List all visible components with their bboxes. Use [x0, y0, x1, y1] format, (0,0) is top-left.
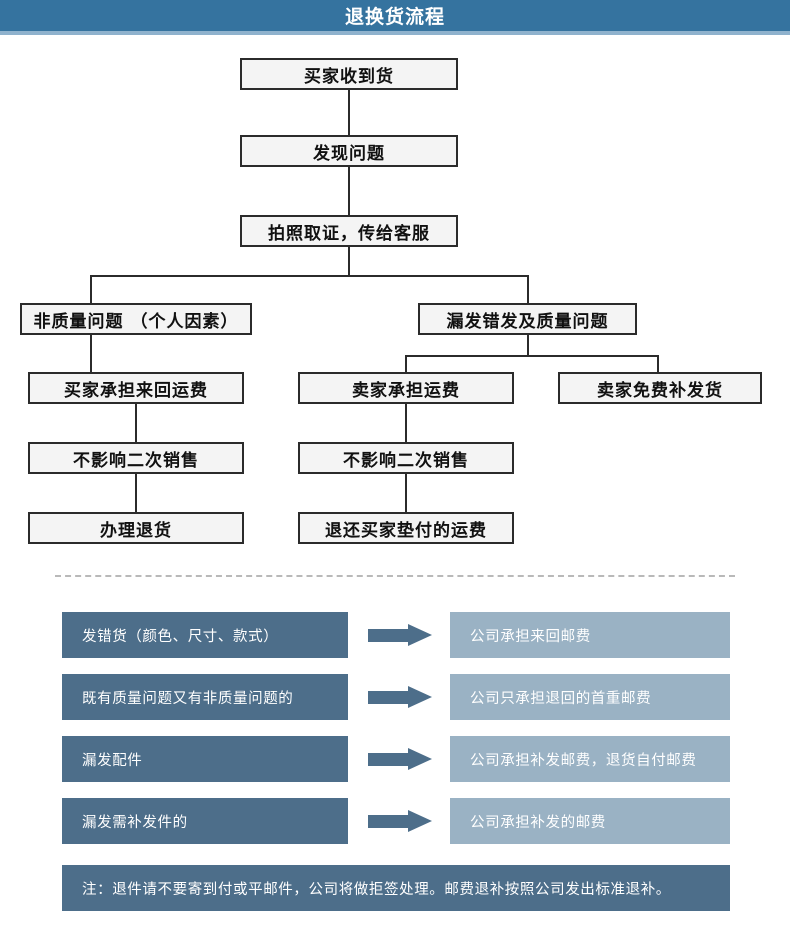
connector-split1-left: [90, 275, 92, 305]
connector-n1-n2: [348, 90, 350, 135]
connector-n3-split: [348, 247, 350, 275]
flow-node-label: 不影响二次销售: [343, 450, 469, 471]
flow-node-label: 退还买家垫付的运费: [325, 520, 487, 541]
flow-node-label: 不影响二次销售: [73, 450, 199, 471]
flow-node-label: 拍照取证，传给客服: [268, 223, 430, 244]
flow-node-buyer-pays-shipping: 买家承担来回运费: [28, 372, 244, 404]
arrow-right-icon: [368, 748, 434, 770]
connector-split1-right: [527, 275, 529, 305]
policy-note: 注：退件请不要寄到付或平邮件，公司将做拒签处理。邮费退补按照公司发出标准退补。: [62, 865, 730, 911]
returns-flowchart: 买家收到货 发现问题 拍照取证，传给客服 非质量问题 （个人因素） 漏发错发及质…: [0, 35, 790, 560]
flow-node-seller-free-reship: 卖家免费补发货: [558, 372, 762, 404]
policy-result-label: 公司承担来回邮费: [470, 628, 591, 645]
policy-result: 公司承担来回邮费: [450, 612, 730, 658]
policy-cause: 漏发需补发件的: [62, 798, 348, 844]
connector-n2-n3: [348, 167, 350, 215]
policy-row: 漏发需补发件的 公司承担补发的邮费: [0, 798, 790, 844]
arrow-right-icon: [368, 624, 434, 646]
policy-row: 漏发配件 公司承担补发邮费，退货自付邮费: [0, 736, 790, 782]
flow-node-no-resale-impact-left: 不影响二次销售: [28, 442, 244, 474]
flow-node-label: 发现问题: [313, 143, 385, 164]
connector-n10-n12: [405, 474, 407, 512]
policy-cause-label: 发错货（颜色、尺寸、款式）: [82, 628, 279, 645]
policy-cause-label: 漏发需补发件的: [82, 814, 188, 831]
flow-node-non-quality-issue: 非质量问题 （个人因素）: [20, 303, 252, 335]
flow-node-label: 买家承担来回运费: [64, 380, 208, 401]
flow-node-process-return: 办理退货: [28, 512, 244, 544]
policy-result: 公司承担补发的邮费: [450, 798, 730, 844]
flow-node-buyer-received: 买家收到货: [240, 58, 458, 90]
flow-node-quality-issue: 漏发错发及质量问题: [418, 303, 637, 335]
connector-n9-n11: [135, 474, 137, 512]
policy-row: 发错货（颜色、尺寸、款式） 公司承担来回邮费: [0, 612, 790, 658]
connector-split2-bar: [405, 355, 659, 357]
policy-note-label: 注：退件请不要寄到付或平邮件，公司将做拒签处理。邮费退补按照公司发出标准退补。: [82, 881, 671, 898]
page-header: 退换货流程: [0, 0, 790, 31]
flow-node-label: 办理退货: [100, 520, 172, 541]
flow-node-refund-prepaid-shipping: 退还买家垫付的运费: [298, 512, 514, 544]
policy-result-label: 公司承担补发的邮费: [470, 814, 606, 831]
arrow-right-icon: [368, 810, 434, 832]
flow-node-no-resale-impact-mid: 不影响二次销售: [298, 442, 514, 474]
flow-node-label: 漏发错发及质量问题: [446, 311, 609, 332]
policy-result-label: 公司承担补发邮费，退货自付邮费: [470, 752, 697, 769]
flow-node-label: 卖家承担运费: [352, 380, 460, 401]
flow-node-found-problem: 发现问题: [240, 135, 458, 167]
connector-n7-n10: [405, 404, 407, 442]
policy-cause: 漏发配件: [62, 736, 348, 782]
flow-node-label: 卖家免费补发货: [597, 380, 723, 401]
header-underline: [0, 31, 790, 35]
connector-n4-n6: [90, 335, 92, 373]
policy-result: 公司承担补发邮费，退货自付邮费: [450, 736, 730, 782]
flow-node-label: 非质量问题 （个人因素）: [33, 311, 239, 332]
policy-result-label: 公司只承担退回的首重邮费: [470, 690, 652, 707]
flow-node-label: 买家收到货: [304, 66, 394, 87]
policy-cause: 既有质量问题又有非质量问题的: [62, 674, 348, 720]
section-divider: [55, 575, 735, 577]
connector-split1-bar: [90, 275, 529, 277]
policy-row: 既有质量问题又有非质量问题的 公司只承担退回的首重邮费: [0, 674, 790, 720]
connector-split2-left: [405, 355, 407, 373]
page-title: 退换货流程: [344, 6, 445, 28]
connector-split2-right: [657, 355, 659, 373]
shipping-policy-section: 发错货（颜色、尺寸、款式） 公司承担来回邮费 既有质量问题又有非质量问题的 公司…: [0, 612, 790, 911]
policy-cause: 发错货（颜色、尺寸、款式）: [62, 612, 348, 658]
connector-n5-split: [527, 335, 529, 355]
policy-result: 公司只承担退回的首重邮费: [450, 674, 730, 720]
arrow-right-icon: [368, 686, 434, 708]
flow-node-photo-evidence: 拍照取证，传给客服: [240, 215, 458, 247]
policy-cause-label: 漏发配件: [82, 752, 143, 769]
connector-n6-n9: [135, 404, 137, 442]
flow-node-seller-pays-shipping: 卖家承担运费: [298, 372, 514, 404]
policy-cause-label: 既有质量问题又有非质量问题的: [82, 690, 294, 707]
